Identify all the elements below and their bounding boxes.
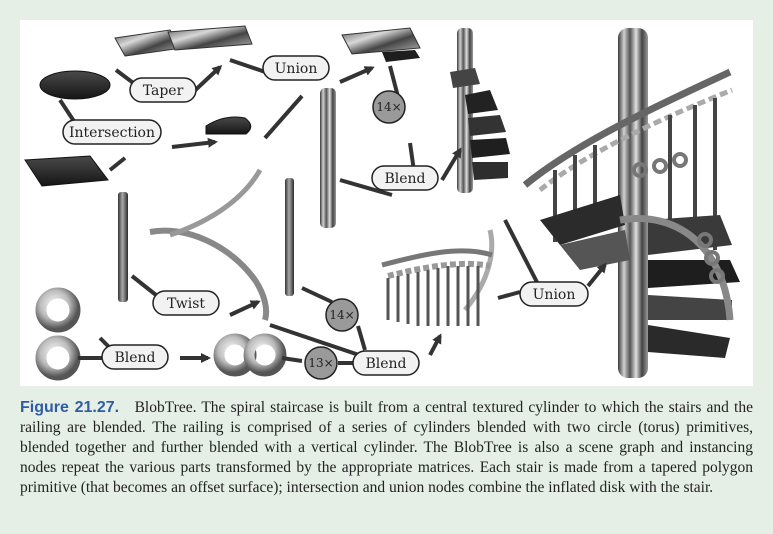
twist-node: Twist: [152, 290, 220, 316]
stairs-count-node: 14×: [372, 90, 406, 124]
stair-slab-union: [341, 27, 421, 62]
inflated-disk: [39, 70, 111, 100]
intersection-label: Intersection: [69, 125, 155, 141]
edge-blend-to-core: [440, 147, 462, 182]
rails-count-label: 14×: [329, 308, 354, 322]
edge-union-to-intersection-result: [263, 94, 304, 140]
torus-primitive-1: [35, 287, 81, 333]
edge-count2-to-blend: [356, 325, 367, 351]
taper-label: Taper: [143, 83, 184, 99]
tree-edges: [58, 58, 607, 365]
rings-count-label: 13×: [308, 356, 333, 370]
union-top-label: Union: [275, 61, 318, 77]
figure-caption: Figure 21.27. BlobTree. The spiral stair…: [20, 398, 753, 498]
edge-union-to-slab: [339, 66, 375, 84]
caption-text: BlobTree. The spiral staircase is built …: [20, 399, 753, 496]
stair-slab-tapered: [167, 25, 253, 51]
blend-bottom-label: Blend: [365, 356, 406, 372]
edge-rail-to-blend: [269, 323, 363, 358]
edge-intersection-to-result: [171, 137, 218, 149]
blobtree-diagram: Taper Union Intersection Blend Twist Ble…: [24, 25, 740, 381]
cylinder-rod-2: [285, 178, 294, 296]
cylinder-rod-1: [118, 192, 128, 302]
edge-cylinder-to-blend: [339, 178, 393, 197]
union-right-node: Union: [519, 281, 589, 307]
blended-tori: [213, 333, 287, 377]
edge-blend-to-railing: [428, 333, 442, 356]
blend-bottom-node: Blend: [352, 350, 420, 376]
final-spiral-staircase: [522, 28, 740, 378]
edge-rod2-to-count: [301, 286, 333, 304]
blend-mid-label: Blend: [384, 171, 425, 187]
staircase-core: [450, 28, 510, 193]
blend-left-label: Blend: [114, 350, 155, 366]
rails-count-node: 14×: [325, 298, 359, 332]
edge-railing-to-union: [497, 290, 521, 300]
twist-label: Twist: [167, 296, 205, 312]
union-right-label: Union: [533, 287, 576, 303]
intersection-result: [205, 116, 252, 135]
textured-cylinder-small: [320, 88, 336, 228]
railing-assembly: [381, 248, 493, 326]
blend-mid-node: Blend: [371, 165, 439, 191]
union-top-node: Union: [262, 55, 330, 81]
blobtree-figure: Taper Union Intersection Blend Twist Ble…: [20, 20, 753, 386]
stairs-count-label: 14×: [376, 100, 401, 114]
taper-node: Taper: [129, 77, 197, 103]
edge-tori-to-count: [281, 356, 303, 363]
torus-primitive-2: [35, 335, 81, 381]
rail-curve: [169, 168, 263, 238]
stair-slab-dark: [24, 155, 109, 187]
edge-core-to-union: [503, 219, 542, 289]
edge-twist-to-rail: [229, 300, 261, 317]
edge-slab-to-intersection: [108, 156, 127, 172]
rings-count-node: 13×: [304, 346, 338, 380]
intersection-node: Intersection: [62, 119, 162, 145]
blend-left-node: Blend: [101, 344, 169, 370]
figure-number: Figure 21.27.: [20, 399, 120, 416]
edge-union-to-final: [586, 262, 607, 288]
